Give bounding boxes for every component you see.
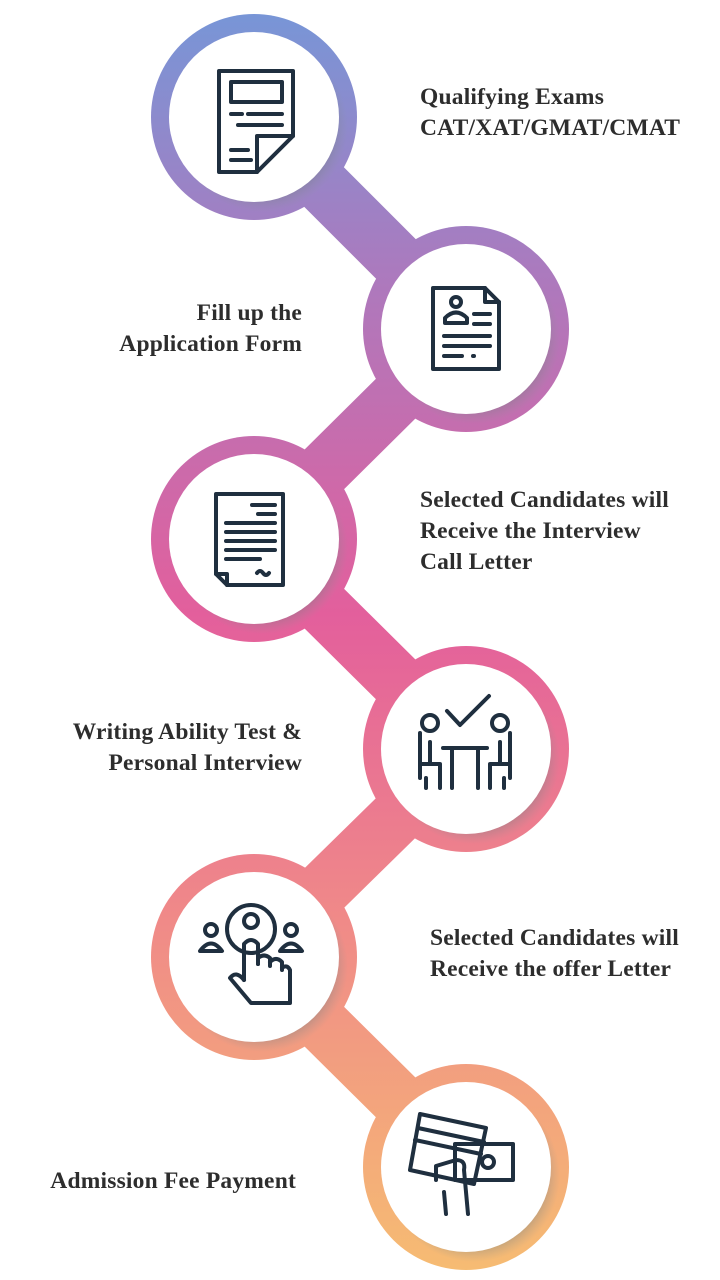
step-circle-1 <box>169 32 339 202</box>
offer-letter-icon <box>198 903 304 1005</box>
step-5-line-2: Receive the offer Letter <box>430 956 672 982</box>
call-letter-icon <box>214 492 285 587</box>
step-4-label: Writing Ability Test & Personal Intervie… <box>73 717 302 779</box>
step-circle-5 <box>169 872 339 1042</box>
step-1-label: Qualifying Exams CAT/XAT/GMAT/CMAT <box>420 82 680 144</box>
step-3-line-2: Receive the Interview <box>420 518 641 544</box>
step-1-line-2: CAT/XAT/GMAT/CMAT <box>420 115 681 141</box>
step-2-line-1: Fill up the <box>196 300 302 326</box>
exam-paper-icon <box>217 69 295 174</box>
step-5-line-1: Selected Candidates will <box>430 925 679 951</box>
gradient-chain <box>151 14 569 1270</box>
step-6-label: Admission Fee Payment <box>50 1166 296 1197</box>
step-4-line-1: Writing Ability Test & <box>72 719 302 745</box>
step-1-line-1: Qualifying Exams <box>420 84 605 110</box>
step-6-line-1: Admission Fee Payment <box>50 1168 296 1194</box>
step-2-label: Fill up the Application Form <box>119 298 302 360</box>
application-form-icon <box>431 286 501 371</box>
step-3-line-1: Selected Candidates will <box>420 487 669 513</box>
step-3-line-3: Call Letter <box>420 549 533 575</box>
payment-card-icon <box>408 1112 515 1216</box>
step-2-line-2: Application Form <box>119 331 302 357</box>
interview-icon <box>418 694 512 790</box>
step-circle-2 <box>381 244 551 414</box>
step-4-line-2: Personal Interview <box>108 750 302 776</box>
step-3-label: Selected Candidates will Receive the Int… <box>420 485 669 578</box>
step-5-label: Selected Candidates will Receive the off… <box>430 923 679 985</box>
